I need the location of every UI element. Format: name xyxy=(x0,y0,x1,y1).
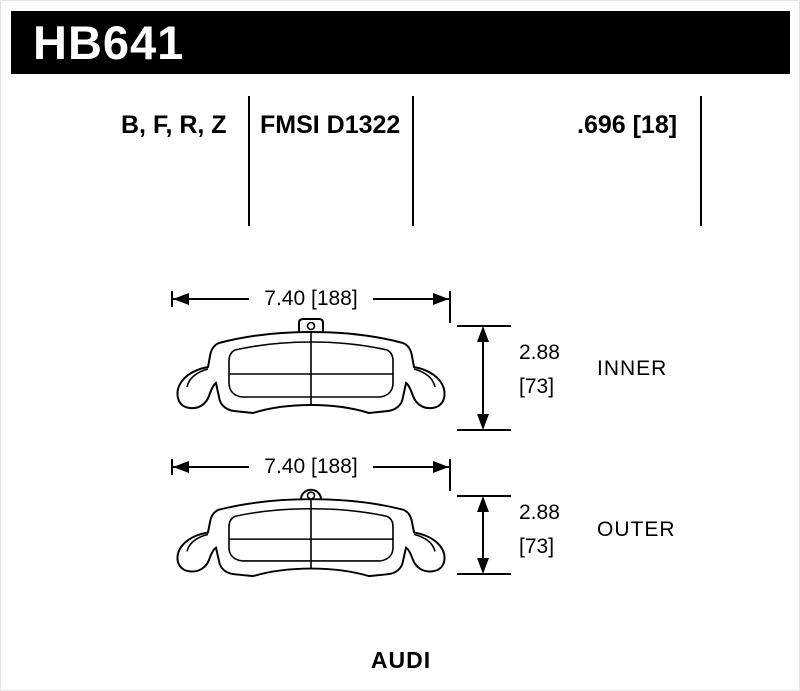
height-dimension-arrow-inner xyxy=(457,325,511,431)
outer-brake-pad-diagram xyxy=(176,488,446,578)
extension-line-outer xyxy=(449,467,451,491)
height-in-inner: 2.88 xyxy=(519,341,560,364)
vehicle-application: AUDI xyxy=(370,647,432,673)
fmsi-number: FMSI D1322 xyxy=(260,111,401,139)
pad-thickness: .696 [18] xyxy=(577,111,678,139)
height-mm-outer: [73] xyxy=(519,535,555,558)
divider-line-2 xyxy=(412,96,414,226)
divider-line-3 xyxy=(700,96,702,226)
outer-label: OUTER xyxy=(597,518,676,541)
divider-line-1 xyxy=(248,96,250,226)
height-in-outer: 2.88 xyxy=(519,501,560,524)
width-dimension-arrow-inner xyxy=(171,291,451,307)
extension-line-inner xyxy=(449,299,451,323)
inner-brake-pad-diagram xyxy=(176,318,446,415)
inner-label: INNER xyxy=(597,357,668,380)
header-bar: HB641 xyxy=(11,11,790,74)
part-number: HB641 xyxy=(33,16,185,69)
width-dimension-label-inner: 7.40 [188] xyxy=(264,287,358,310)
compound-codes: B, F, R, Z xyxy=(121,111,227,139)
width-dimension-label-outer: 7.40 [188] xyxy=(264,455,358,478)
height-mm-inner: [73] xyxy=(519,375,555,398)
height-dimension-arrow-outer xyxy=(457,495,511,575)
